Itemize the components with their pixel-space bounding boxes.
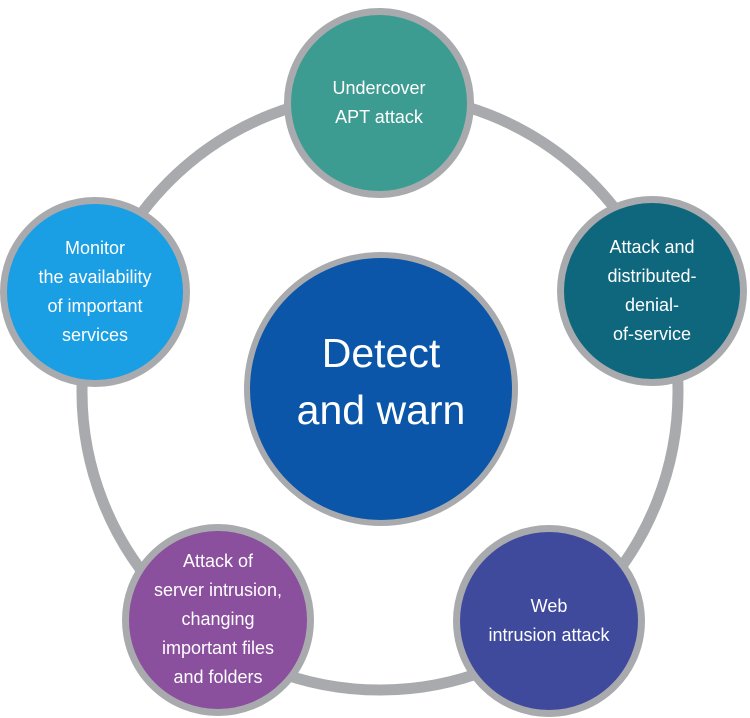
node-monitor-availability: Monitor the availability of important se… <box>0 197 190 387</box>
node-server-intrusion-attack: Attack of server intrusion, changing imp… <box>122 524 314 716</box>
node-label: Attack and distributed- denial- of-servi… <box>607 237 697 344</box>
center-node-label: Detect and warn <box>296 330 466 433</box>
node-web-intrusion-attack: Web intrusion attack <box>453 525 645 717</box>
node-ddos-attack: Attack and distributed- denial- of-servi… <box>557 196 747 386</box>
node-label: Undercover APT attack <box>332 78 426 127</box>
center-node: Detect and warn <box>244 252 518 526</box>
node-label: Monitor the availability of important se… <box>38 238 152 345</box>
node-label: Attack of server intrusion, changing imp… <box>153 550 283 687</box>
node-label: Web intrusion attack <box>488 596 610 645</box>
node-undercover-apt-attack: Undercover APT attack <box>284 8 474 198</box>
